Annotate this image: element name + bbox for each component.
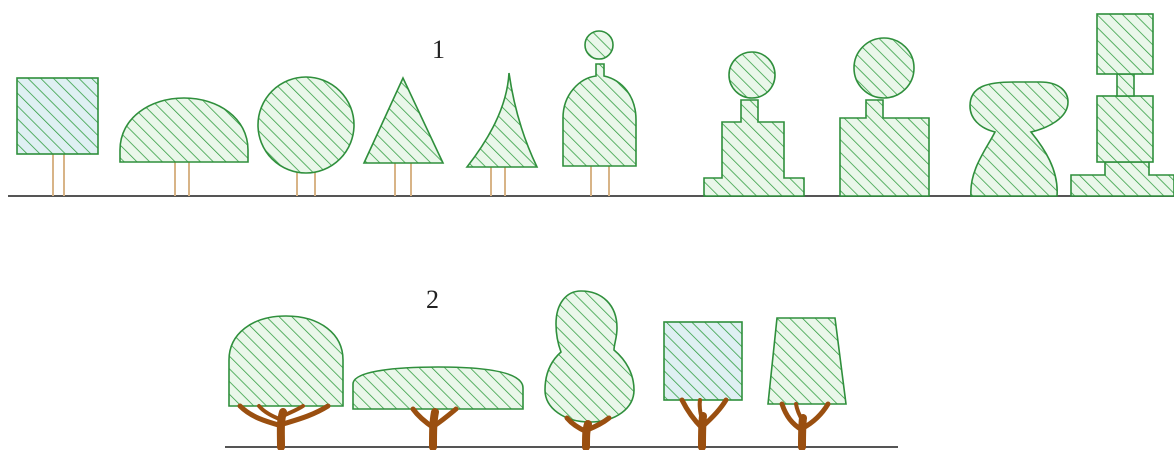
- flat-oval-crown: [353, 367, 523, 409]
- branching-trunk: [782, 404, 828, 447]
- half-dome-crown: [120, 98, 248, 162]
- trunk: [491, 167, 505, 196]
- square-crown-tree: [17, 78, 98, 196]
- branching-trunk: [682, 400, 726, 447]
- row-1-label: 1: [432, 35, 445, 64]
- anvil-topiary: [970, 82, 1068, 196]
- triangle-crown: [364, 78, 443, 163]
- trunk: [53, 154, 64, 196]
- branching-trunk: [413, 409, 456, 447]
- bell-crown: [563, 64, 636, 166]
- branching-trunk: [567, 418, 609, 447]
- block-ball-topiary: [840, 38, 929, 196]
- half-dome-crown-tree: [120, 98, 248, 196]
- pear-crown-tree: [545, 291, 634, 447]
- square-crown: [17, 78, 98, 154]
- ball-top: [585, 31, 613, 59]
- anvil-body: [970, 82, 1068, 196]
- trapezoid-crown-tree: [768, 318, 846, 447]
- narrow-cone-crown: [467, 73, 537, 167]
- dome-crown-tree: [229, 316, 343, 447]
- square-crown-tree-row-2: [664, 322, 742, 447]
- flat-oval-crown-tree: [353, 367, 523, 447]
- trunk: [591, 166, 609, 196]
- square-crown: [664, 322, 742, 400]
- top-block: [1097, 14, 1153, 74]
- tiered-block-topiary: [1071, 14, 1174, 196]
- branching-trunk: [240, 406, 328, 447]
- bell-with-ball-crown-tree: [563, 31, 636, 196]
- round-crown-tree: [258, 77, 354, 196]
- trapezoid-crown: [768, 318, 846, 404]
- pear-crown: [545, 291, 634, 422]
- neck-block: [1117, 74, 1134, 96]
- trunk: [175, 162, 189, 196]
- tiered-base: [1071, 162, 1174, 196]
- middle-block: [1097, 96, 1153, 162]
- triangle-crown-tree: [364, 78, 443, 196]
- narrow-cone-crown-tree: [467, 73, 537, 196]
- row-2-label: 2: [426, 285, 439, 314]
- round-crown: [258, 77, 354, 173]
- stepped-topiary-body: [704, 100, 804, 196]
- ball-top: [729, 52, 775, 98]
- stepped-ball-topiary: [704, 52, 804, 196]
- trunk: [395, 163, 411, 196]
- block-body: [840, 100, 929, 196]
- ball-top: [854, 38, 914, 98]
- dome-crown: [229, 316, 343, 406]
